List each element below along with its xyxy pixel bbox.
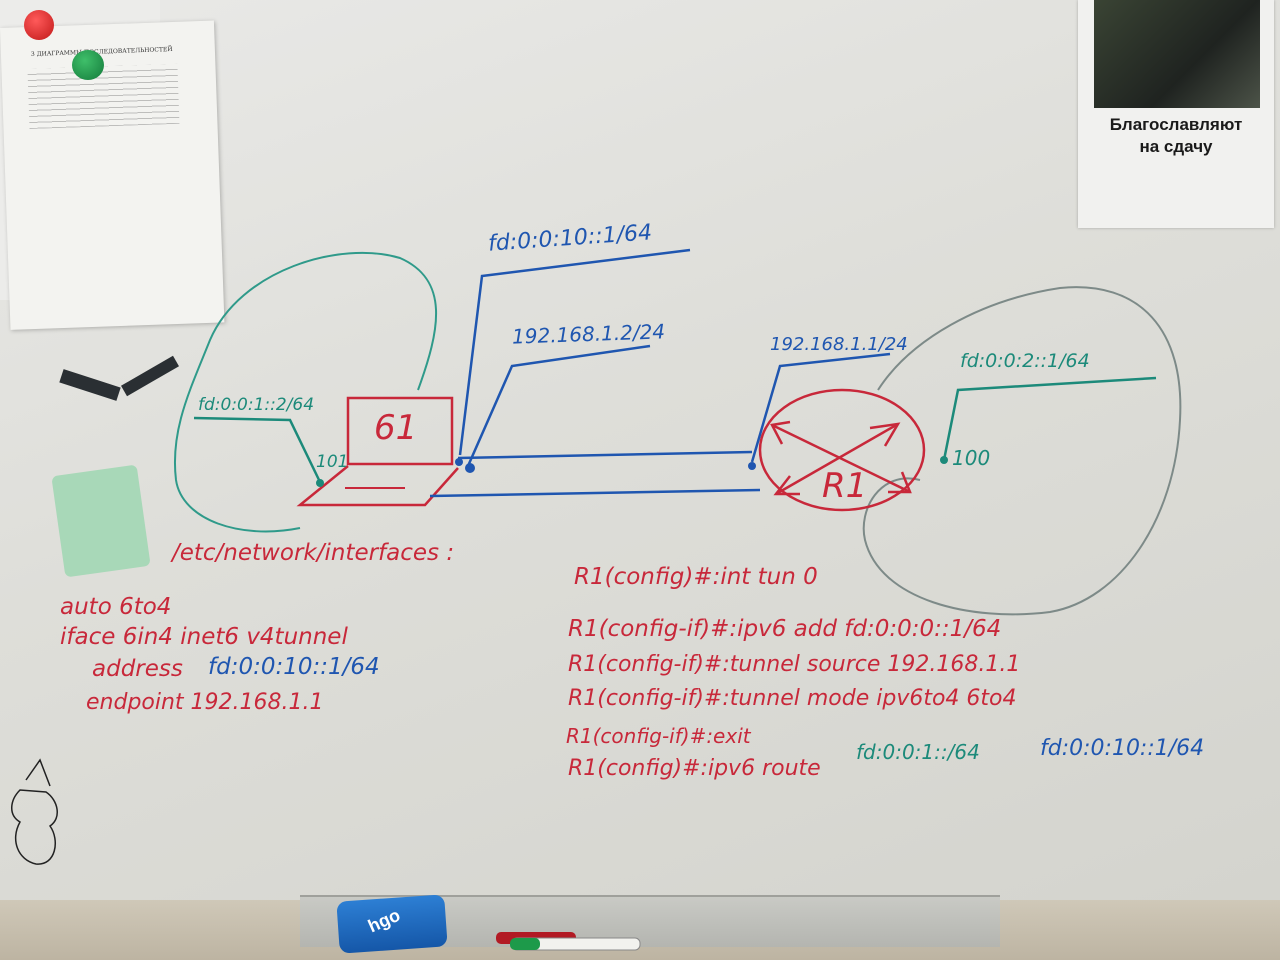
right-network-cloud [862, 286, 1182, 616]
label-router-iface: 100 [952, 446, 991, 470]
doodle-figure [11, 758, 58, 865]
leader-router-ipv4 [750, 352, 891, 463]
router-arrowhead-2 [888, 471, 912, 494]
router-cmd-1: R1(config)#:int tun 0 [574, 564, 818, 590]
port-dot-router [940, 456, 948, 464]
laptop-screen [346, 396, 454, 466]
board-clip [59, 369, 121, 401]
label-left-ipv6: fd:0:0:1::2/64 [198, 395, 315, 415]
router-arrowhead-4 [770, 420, 791, 445]
red-magnet [24, 10, 54, 40]
leader-right-ipv6 [942, 376, 1157, 461]
router-arrowhead-1 [869, 422, 901, 447]
router-cmd-2: R1(config-if)#:ipv6 add fd:0:0:0::1/64 [568, 616, 1002, 642]
poster: Благославляют на сдачу [1078, 0, 1274, 228]
green-marker-cap [510, 938, 540, 950]
leader-left-ipv6 [193, 416, 322, 483]
label-right-ipv6: fd:0:0:2::1/64 [960, 350, 1090, 372]
config-line-address-value: fd:0:0:10::1/64 [208, 654, 380, 680]
laptop-base [296, 465, 459, 507]
link-lower [429, 488, 761, 498]
poster-photo [1094, 0, 1260, 108]
host-label: 61 [374, 408, 418, 448]
leader-host-ipv4 [466, 344, 651, 467]
port-dot-host [316, 479, 324, 487]
poster-text: Благославляют на сдачу [1109, 115, 1243, 156]
router-cmd-6-prefix: R1(config)#:ipv6 route [568, 756, 821, 781]
router-circle [758, 388, 926, 512]
interfaces-heading: /etc/network/interfaces : [172, 540, 455, 566]
left-network-cloud [173, 251, 437, 533]
link-upper [457, 450, 753, 460]
eraser-brand: hgo [364, 904, 404, 937]
router-cmd-6-route: fd:0:0:1::/64 [856, 740, 980, 764]
label-router-ipv4: 192.168.1.1/24 [770, 334, 908, 355]
port-dot-2 [465, 463, 475, 473]
leader-top-ipv6 [458, 248, 691, 456]
router-arrowhead-3 [773, 475, 800, 496]
router-label: R1 [822, 466, 868, 506]
config-line-address-label: address [92, 656, 183, 682]
router-cmd-6-nexthop: fd:0:0:10::1/64 [1040, 736, 1205, 761]
router-arrow-1 [775, 422, 899, 496]
router-cmd-5: R1(config-if)#:exit [566, 724, 751, 748]
config-line-iface: iface 6in4 inet6 v4tunnel [60, 624, 348, 650]
label-host-iface: 101 [316, 452, 349, 472]
port-dot-1 [455, 458, 463, 466]
router-cmd-3: R1(config-if)#:tunnel source 192.168.1.1 [568, 652, 1021, 677]
config-line-endpoint: endpoint 192.168.1.1 [86, 690, 324, 715]
board-clip-2 [121, 355, 179, 397]
router-cmd-4: R1(config-if)#:tunnel mode ipv6to4 6to4 [568, 686, 1017, 711]
green-magnet [72, 50, 104, 80]
whiteboard-eraser: hgo [336, 894, 448, 954]
config-line-auto: auto 6to4 [60, 594, 172, 620]
router-arrow-2 [771, 423, 911, 494]
port-dot-3 [748, 462, 756, 470]
